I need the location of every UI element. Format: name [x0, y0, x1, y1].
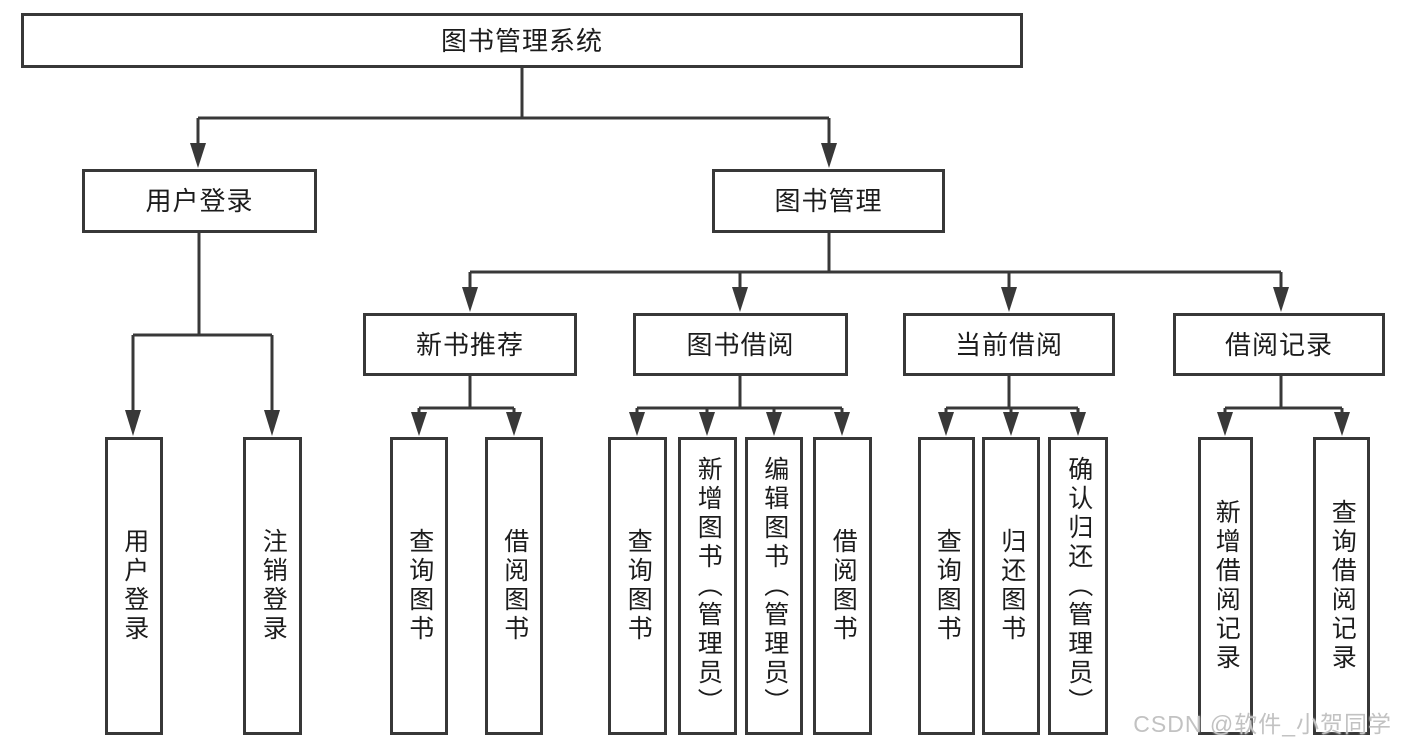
watermark-text: CSDN @软件_小贺同学 — [1133, 711, 1392, 737]
leaf-edit-book-admin: 编辑图书（管理员） — [745, 437, 803, 735]
leaf-logout: 注销登录 — [243, 437, 302, 735]
leaf-borrow-books-borrow: 借阅图书 — [813, 437, 872, 735]
leaf-confirm-return-admin: 确认归还（管理员） — [1048, 437, 1108, 735]
node-book-borrow: 图书借阅 — [633, 313, 848, 376]
node-root-label: 图书管理系统 — [440, 25, 603, 56]
leaf-query-borrow-record: 查询借阅记录 — [1313, 437, 1370, 735]
leaf-return-book: 归还图书 — [982, 437, 1040, 735]
leaf-add-book-admin-label: 新增图书（管理员） — [694, 455, 723, 717]
leaf-edit-book-admin-label: 编辑图书（管理员） — [760, 455, 789, 717]
node-current-borrow: 当前借阅 — [903, 313, 1115, 376]
leaf-query-books-recommend: 查询图书 — [390, 437, 448, 735]
node-new-book-recommend: 新书推荐 — [363, 313, 577, 376]
leaf-add-borrow-record: 新增借阅记录 — [1198, 437, 1253, 735]
leaf-confirm-return-admin-label: 确认归还（管理员） — [1064, 455, 1093, 717]
leaf-query-books-recommend-label: 查询图书 — [405, 528, 434, 644]
node-current-borrow-label: 当前借阅 — [954, 329, 1063, 360]
node-user-login: 用户登录 — [82, 169, 317, 233]
leaf-query-books-borrow-label: 查询图书 — [624, 528, 653, 644]
node-book-management-label: 图书管理 — [774, 186, 883, 216]
leaf-user-login: 用户登录 — [105, 437, 163, 735]
node-user-login-label: 用户登录 — [145, 186, 254, 216]
leaf-borrow-books-recommend-label: 借阅图书 — [500, 528, 529, 644]
leaf-query-books-current-label: 查询图书 — [933, 528, 962, 644]
leaf-add-book-admin: 新增图书（管理员） — [678, 437, 737, 735]
leaf-logout-label: 注销登录 — [259, 528, 288, 644]
leaf-user-login-label: 用户登录 — [120, 528, 149, 644]
node-borrow-records: 借阅记录 — [1173, 313, 1385, 376]
node-new-book-recommend-label: 新书推荐 — [415, 329, 524, 360]
node-book-management: 图书管理 — [712, 169, 945, 233]
node-book-borrow-label: 图书借阅 — [686, 329, 795, 360]
leaf-borrow-books-recommend: 借阅图书 — [485, 437, 543, 735]
leaf-return-book-label: 归还图书 — [997, 528, 1026, 644]
leaf-query-books-borrow: 查询图书 — [608, 437, 667, 735]
leaf-borrow-books-borrow-label: 借阅图书 — [829, 528, 858, 644]
node-root: 图书管理系统 — [21, 13, 1023, 68]
leaf-query-books-current: 查询图书 — [918, 437, 975, 735]
leaf-add-borrow-record-label: 新增借阅记录 — [1212, 499, 1241, 673]
leaf-query-borrow-record-label: 查询借阅记录 — [1328, 499, 1357, 673]
node-borrow-records-label: 借阅记录 — [1224, 329, 1333, 360]
